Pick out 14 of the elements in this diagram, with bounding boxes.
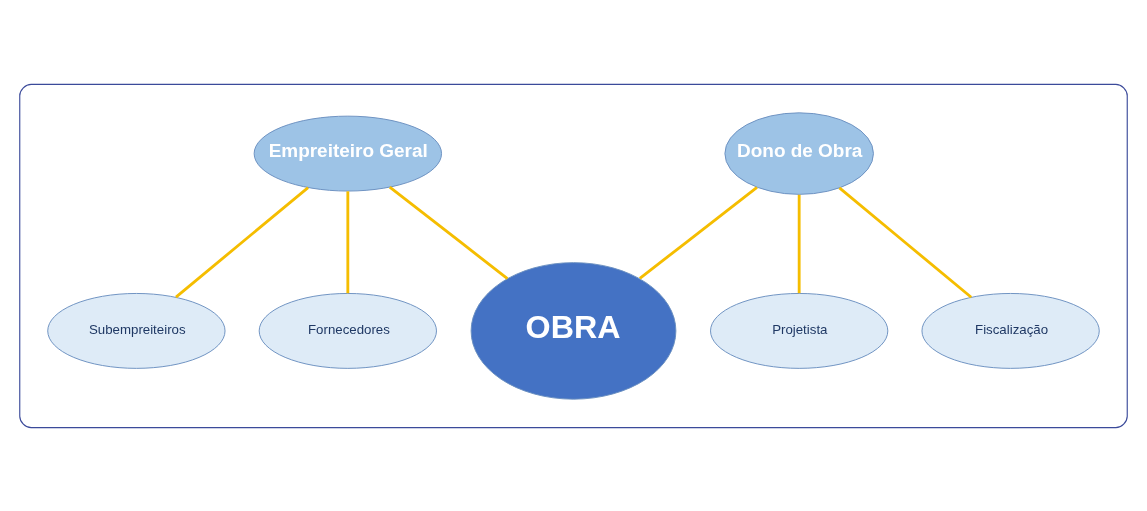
- connector: [838, 186, 973, 298]
- node-ellipse: OBRA: [470, 261, 677, 400]
- node-ellipse: Dono de Obra: [724, 111, 874, 195]
- node-ellipse: Projetista: [710, 292, 889, 369]
- node-ellipse: Fornecedores: [258, 292, 437, 369]
- connector: [175, 185, 309, 298]
- node-ellipse: Subempreiteiros: [47, 292, 226, 369]
- connector: [346, 190, 350, 293]
- connector: [388, 185, 509, 280]
- connector: [797, 194, 801, 293]
- connector: [639, 185, 758, 279]
- node-ellipse: Empreiteiro Geral: [253, 115, 442, 192]
- node-ellipse: Fiscalização: [921, 292, 1100, 369]
- cluster: [19, 83, 1128, 428]
